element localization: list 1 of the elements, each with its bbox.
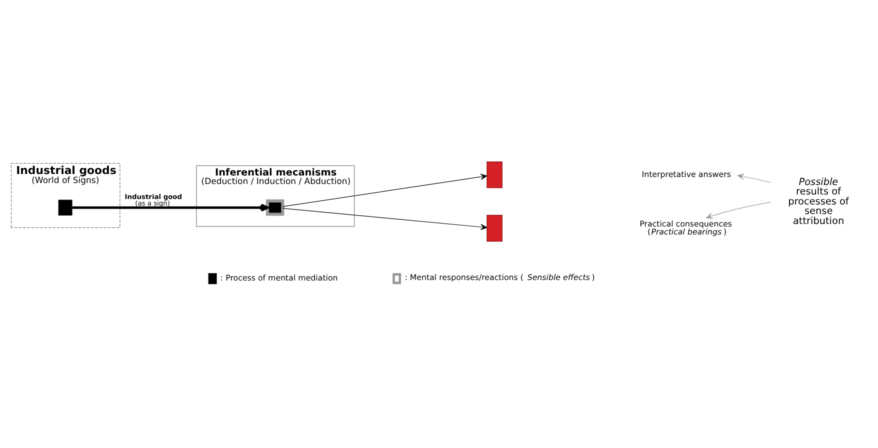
node-text: Possible results of processes of sense attribution (788, 177, 849, 227)
